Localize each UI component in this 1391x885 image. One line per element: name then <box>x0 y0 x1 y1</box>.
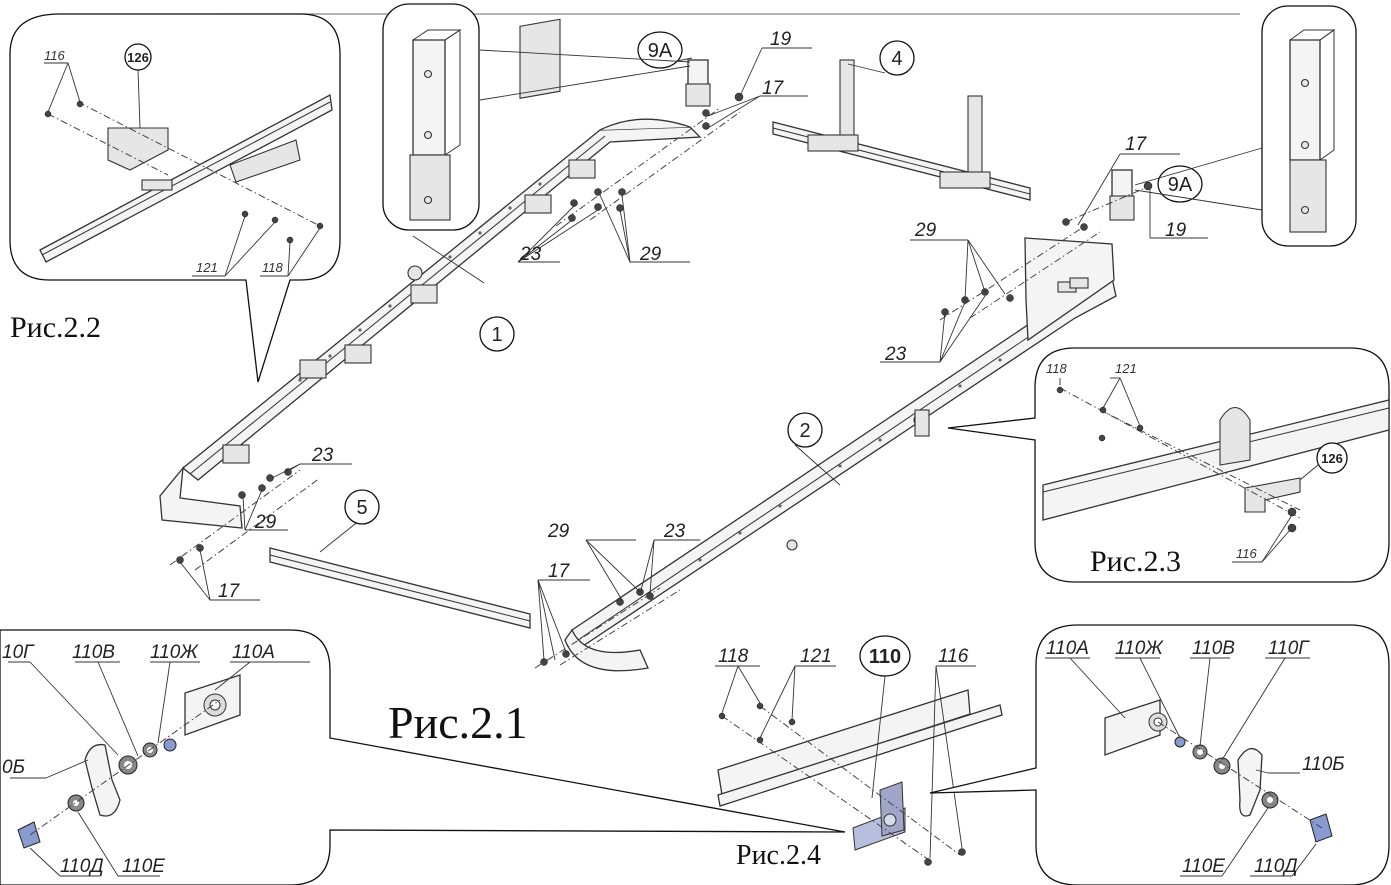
detail-110-left-label-110b: 0Б <box>2 757 25 778</box>
assembly-5-circle <box>344 489 380 525</box>
assembly-4: 4 <box>891 48 902 70</box>
detail-110-left-label-110v: 110В <box>72 642 115 663</box>
figure-2-2-caption: Рис.2.2 <box>10 311 101 344</box>
label-23-top-left: 23 <box>519 244 542 265</box>
detail-2-2-label-116: 116 <box>44 48 65 63</box>
label-17-top-left: 17 <box>762 78 785 99</box>
detail-2-3-assembly-126: 126 <box>1321 451 1343 466</box>
label-9a-right: 9A <box>1168 174 1193 196</box>
detail-110-right: 110А 110Ж 110В 110Г 110Б 110Е 110Д <box>929 624 1390 885</box>
label-29-top-left: 29 <box>639 244 662 265</box>
detail-2-2-label-121: 121 <box>196 260 218 275</box>
detail-2-3-beam <box>1042 399 1390 521</box>
detail-110-right-label-110a: 110А <box>1046 638 1089 659</box>
detail-2-3-label-116: 116 <box>1236 546 1257 561</box>
detail-110-right-label-110d: 110Д <box>1254 856 1298 877</box>
detail-110-left-label-110zh: 110Ж <box>150 642 199 663</box>
detail-2-4-circle-110 <box>859 635 911 677</box>
detail-2-3-label-121: 121 <box>1115 361 1137 376</box>
main-frame <box>159 18 1135 672</box>
label-17-top-right: 17 <box>1125 134 1148 155</box>
detail-2-2-assembly-126: 126 <box>127 50 149 65</box>
label-17-bottom-mid: 17 <box>548 561 571 582</box>
figure-2-1-caption: Рис.2.1 <box>388 697 528 748</box>
beam-part-1-end <box>159 465 243 529</box>
detail-2-2: 116 126 121 118 <box>9 13 341 383</box>
assembly-1: 1 <box>491 324 502 346</box>
detail-110-left-label-110d: 110Д <box>60 856 104 877</box>
detail-2-4: 118 121 110 116 Рис.2.4 <box>715 635 1003 871</box>
assembly-2-circle <box>787 412 823 448</box>
detail-2-2-label-118: 118 <box>262 260 283 275</box>
detail-2-2-circle-126 <box>124 43 152 71</box>
label-17-bottom-left: 17 <box>218 581 241 602</box>
detail-110-left-label-110g: 10Г <box>2 642 35 663</box>
label-23-bottom: 23 <box>663 521 686 542</box>
label-9a-left-circle <box>637 31 683 69</box>
detail-110-right-label-110zh: 110Ж <box>1115 638 1164 659</box>
label-19-right: 19 <box>1165 220 1187 241</box>
label-9a-left: 9A <box>648 40 673 62</box>
label-23-left-end: 23 <box>311 445 334 466</box>
detail-2-4-assembly-110: 110 <box>869 646 901 668</box>
label-23-right: 23 <box>884 344 907 365</box>
assembly-5: 5 <box>356 497 367 519</box>
detail-110-right-label-110g: 110Г <box>1268 638 1310 659</box>
detail-2-3: 118 121 126 116 Рис.2.3 <box>947 347 1390 583</box>
label-19-left: 19 <box>770 29 792 50</box>
figure-2-4-caption: Рис.2.4 <box>736 840 821 871</box>
detail-2-4-label-118: 118 <box>718 646 749 667</box>
main-labels: 9A 19 17 23 29 4 17 9A 19 29 23 1 2 23 2… <box>218 29 1203 748</box>
detail-110-left-label-110e: 110Е <box>122 856 165 877</box>
figure-2-3-caption: Рис.2.3 <box>1090 545 1181 578</box>
detail-2-3-bracket-126 <box>1244 477 1301 513</box>
detail-110-right-label-110e: 110Е <box>1182 856 1225 877</box>
leaders-main <box>179 47 1208 661</box>
detail-110-left: 10Г 110В 110Ж 110А 0Б 110Д 110Е <box>0 629 846 885</box>
detail-2-3-circle-126 <box>1316 442 1348 474</box>
zoom-9a-right <box>1134 5 1357 247</box>
detail-110-left-label-110a: 110А <box>232 642 275 663</box>
label-29-right: 29 <box>914 220 937 241</box>
assembly-2: 2 <box>799 420 810 442</box>
detail-2-3-label-118: 118 <box>1046 361 1067 376</box>
label-29-left-end: 29 <box>254 512 277 533</box>
assembly-1-circle <box>479 316 515 352</box>
detail-2-2-bubble <box>9 13 341 383</box>
detail-2-4-label-121: 121 <box>800 646 832 667</box>
detail-110-right-label-110v: 110В <box>1192 638 1235 659</box>
detail-110-right-label-110b: 110Б <box>1302 754 1345 775</box>
detail-2-4-label-116: 116 <box>938 646 969 667</box>
label-29-bottom: 29 <box>547 521 570 542</box>
detail-2-2-bracket-126 <box>107 127 169 171</box>
zoom-9a-left <box>382 3 691 231</box>
assembly-4-circle <box>879 40 915 76</box>
fasteners-main <box>169 92 1153 669</box>
